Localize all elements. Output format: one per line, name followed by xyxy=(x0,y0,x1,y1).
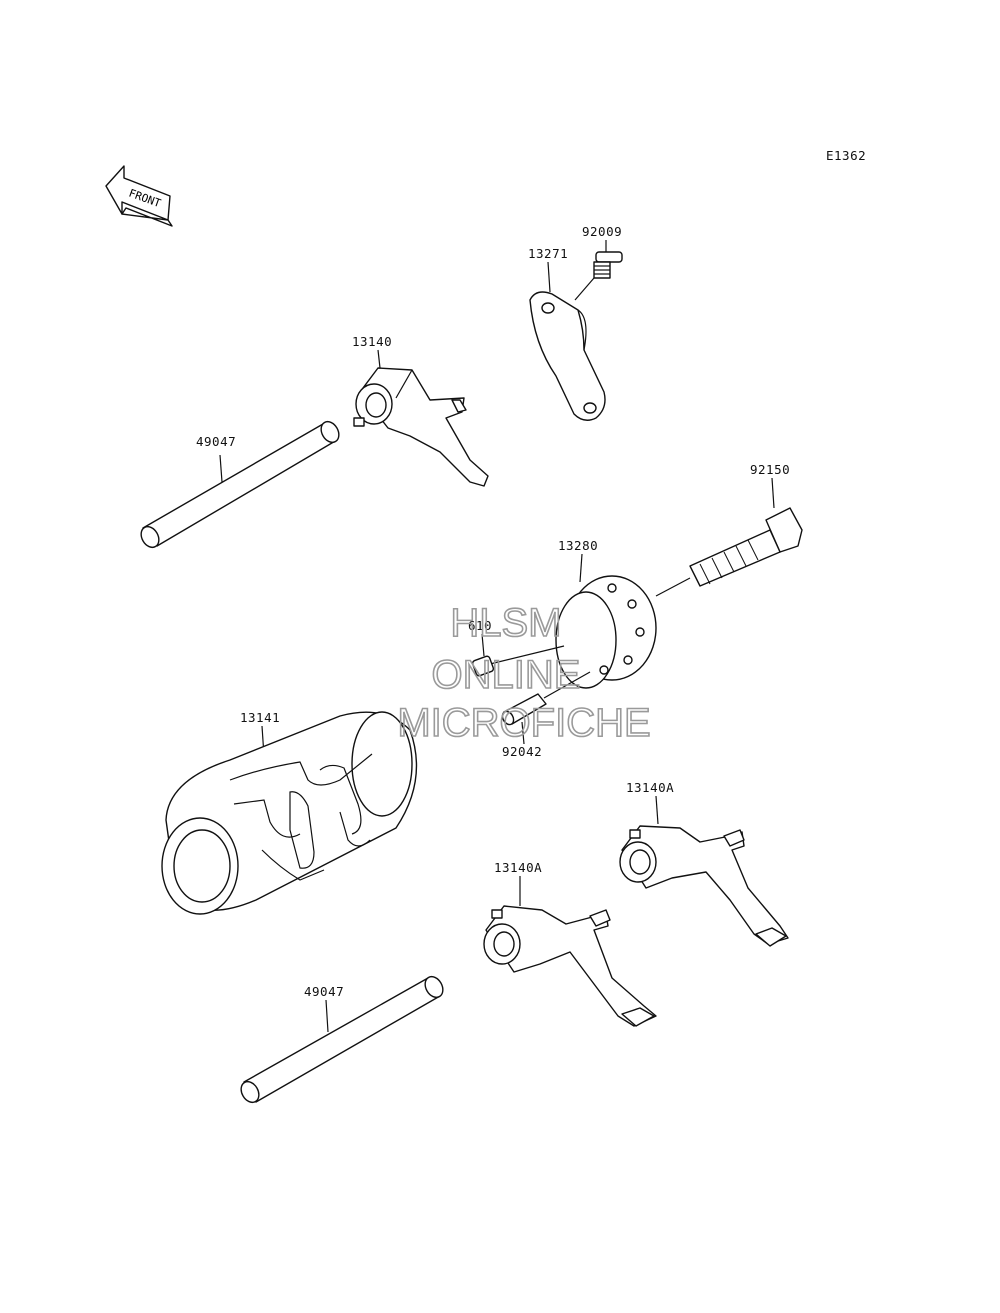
watermark-line1: HLSM xyxy=(450,601,561,645)
part-13271-plate xyxy=(529,261,606,421)
part-13280-cam-plate xyxy=(489,553,657,699)
label-92009: 92009 xyxy=(582,224,622,239)
label-13271: 13271 xyxy=(528,246,568,261)
label-13140a-upper: 13140A xyxy=(626,780,674,795)
part-610-pin xyxy=(471,633,495,677)
label-49047-upper: 49047 xyxy=(196,434,236,449)
part-92150-bolt xyxy=(655,477,803,597)
watermark: HLSM ONLINE MICROFICHE xyxy=(397,600,652,746)
front-arrow-icon: FRONT xyxy=(105,165,173,227)
label-13140a-lower: 13140A xyxy=(494,860,542,875)
part-13141-shift-drum xyxy=(161,711,418,915)
part-13140-shift-fork xyxy=(353,349,489,487)
label-49047-lower: 49047 xyxy=(304,984,344,999)
label-610: 610 xyxy=(468,618,492,633)
label-92150: 92150 xyxy=(750,462,790,477)
watermark-line3: MICROFICHE xyxy=(397,701,650,745)
label-13280: 13280 xyxy=(558,538,598,553)
part-49047-shaft-upper xyxy=(140,420,340,549)
part-13140a-shift-fork-lower xyxy=(483,876,657,1027)
part-92009-screw xyxy=(574,240,623,301)
part-49047-shaft-lower xyxy=(240,975,444,1104)
label-13141: 13141 xyxy=(240,710,280,725)
diagram-code: E1362 xyxy=(826,148,866,163)
label-13140: 13140 xyxy=(352,334,392,349)
label-92042: 92042 xyxy=(502,744,542,759)
part-13140a-shift-fork-upper xyxy=(619,795,789,947)
watermark-line2: ONLINE xyxy=(432,653,581,697)
part-92042-dowel xyxy=(501,693,547,745)
